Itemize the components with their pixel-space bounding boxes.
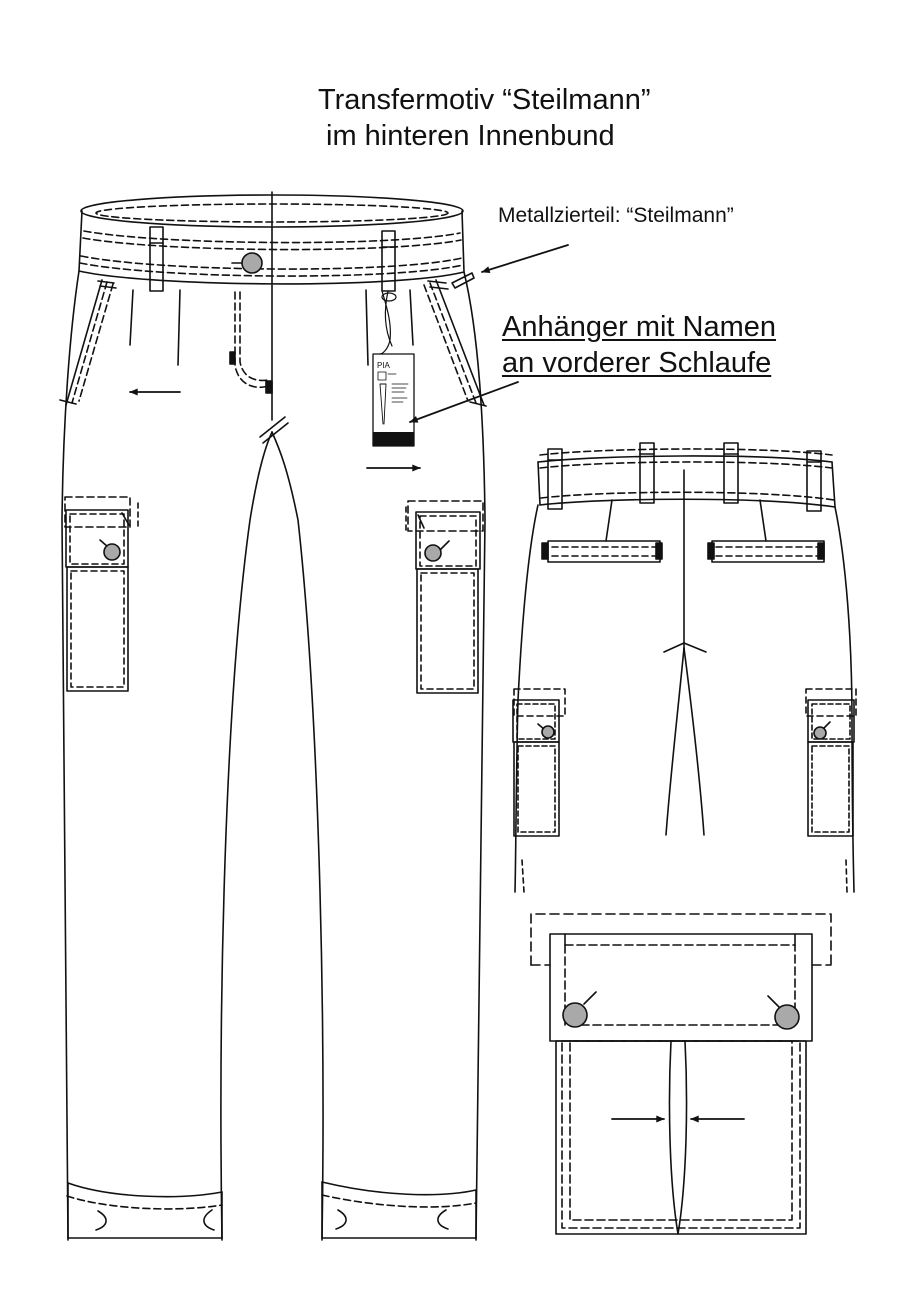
transfer-motif-label: Transfermotiv “Steilmann” (318, 84, 651, 116)
hang-tag: PIA (372, 290, 415, 447)
back-right-cargo-pocket (805, 688, 857, 837)
flap-button-right (774, 1004, 800, 1030)
back-belt-loop-1 (547, 448, 563, 510)
front-waistband (78, 194, 475, 292)
back-belt-loop-4 (806, 450, 822, 512)
hangtag-label-line2: an vorderer Schlaufe (502, 347, 772, 379)
front-left-pocket (59, 279, 117, 406)
transfer-motif-location-label: im hinteren Innenbund (326, 120, 615, 152)
front-view: PIA (59, 191, 487, 1241)
left-inseam (220, 431, 273, 1241)
metal-trim-callout-arrow (481, 244, 569, 274)
front-right-cargo-button (424, 544, 442, 562)
back-belt-loop-2 (639, 442, 655, 504)
right-inseam (271, 431, 324, 1241)
back-left-cargo-pocket (512, 688, 566, 837)
metal-trim-plate (451, 272, 475, 289)
hang-tag-brand: PIA (377, 361, 391, 370)
pocket-bag (555, 1040, 807, 1235)
metal-trim-label: Metallzierteil: “Steilmann” (498, 204, 734, 227)
back-view (512, 442, 857, 893)
left-outseam (61, 270, 80, 1241)
back-belt-loop-3 (723, 442, 739, 504)
front-right-cargo-pocket (405, 500, 484, 694)
flap-button-left (562, 1002, 588, 1028)
front-left-cargo-pocket (64, 496, 139, 692)
belt-loop-left (149, 226, 164, 292)
cargo-pocket-detail (530, 913, 832, 1235)
hangtag-label-line1: Anhänger mit Namen (502, 311, 777, 343)
right-outseam (463, 271, 486, 1241)
pocket-pleat (668, 1040, 688, 1235)
fly-stitching (234, 291, 269, 389)
back-right-welt-pocket (707, 499, 825, 563)
back-left-outseam (514, 504, 539, 893)
front-left-cargo-button (103, 543, 121, 561)
back-left-welt-pocket (541, 499, 663, 563)
back-right-outseam (834, 506, 855, 893)
hangtag-callout-arrow (409, 381, 519, 423)
waistband-button (241, 252, 263, 274)
crotch-bartack (259, 416, 289, 444)
front-hem-cuffs (66, 1181, 477, 1239)
front-right-pocket (423, 279, 487, 407)
